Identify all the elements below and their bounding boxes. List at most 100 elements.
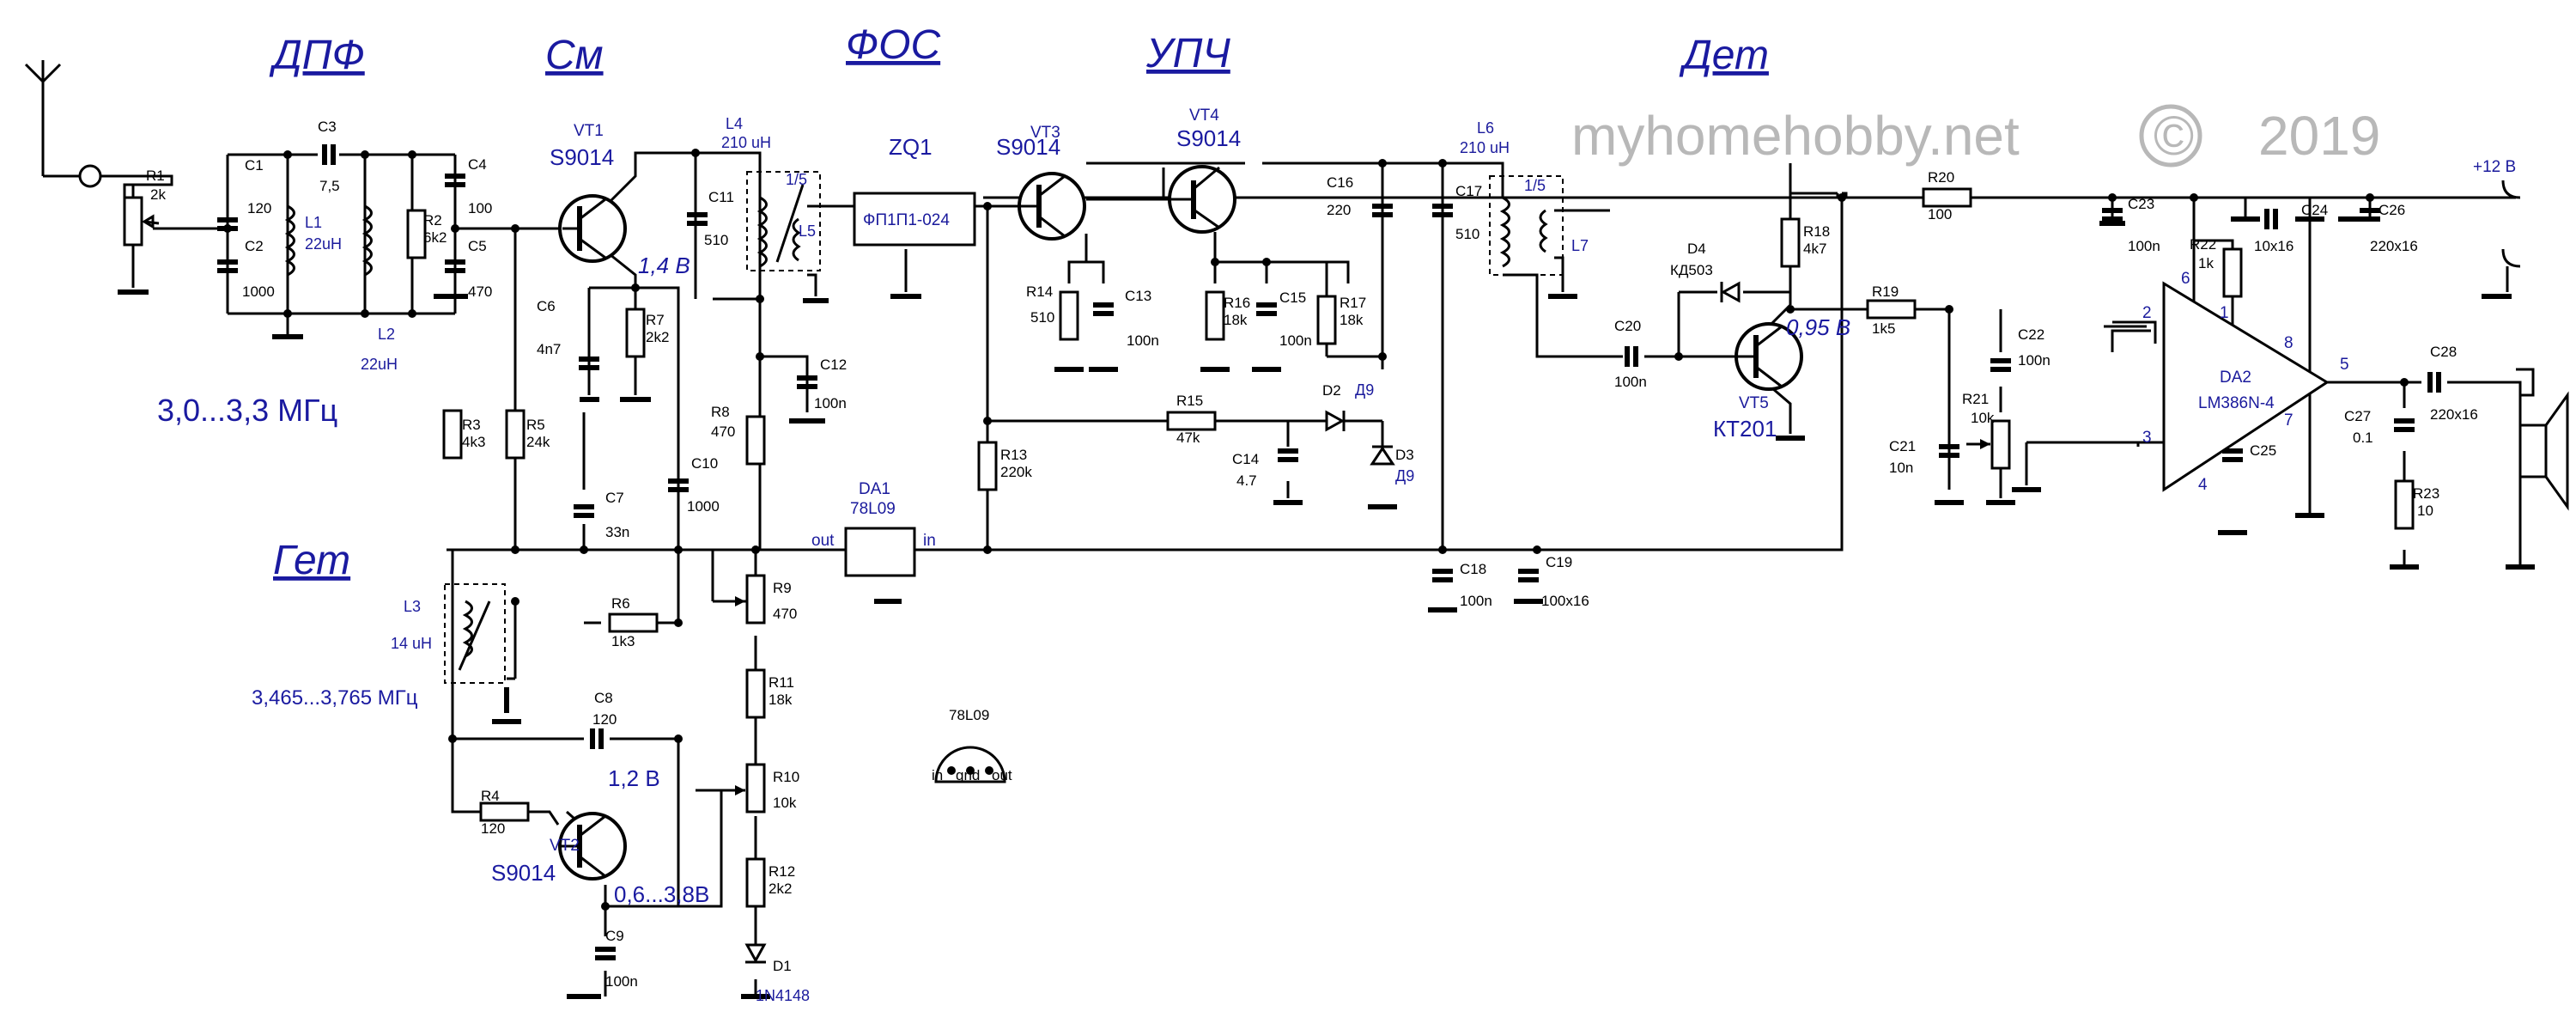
ics-da1-type-label: 78L09 xyxy=(850,500,896,518)
capacitors-c15-1-label: 100n xyxy=(1279,332,1312,349)
resistor-r14 xyxy=(1059,290,1079,341)
resistors-r5-1-label: 24k xyxy=(526,434,550,450)
capacitors-c24-0-label: C24 xyxy=(2301,202,2328,218)
capacitors-c11-1-label: 510 xyxy=(704,232,728,248)
transistors-vt1-type-label: S9014 xyxy=(550,144,614,170)
ics-da1-pin_out-label: out xyxy=(811,532,835,550)
capacitors-c10-0-label: C10 xyxy=(691,455,718,472)
capacitors-c17-1-label: 510 xyxy=(1455,226,1479,242)
resistors-r7-1-label: 2k2 xyxy=(646,329,669,345)
resistors-r11-1-label: 18k xyxy=(769,692,793,708)
transistors-vt1-ref-label: VT1 xyxy=(574,122,604,140)
capacitors-c20-0-label: C20 xyxy=(1614,318,1641,334)
resistor-r4 xyxy=(479,801,530,822)
inductors-l1-0-label: L1 xyxy=(305,214,322,231)
inductors-l6-0-label: L6 xyxy=(1477,119,1494,137)
resistors-r23-0-label: R23 xyxy=(2413,485,2439,502)
resistors-r18-1-label: 4k7 xyxy=(1803,241,1826,257)
junctions xyxy=(223,149,2409,911)
ics-da2-pins-1-label: 3 xyxy=(2142,429,2152,447)
inductors-l2-1-label: 22uH xyxy=(361,356,398,373)
capacitors-c17-0-label: C17 xyxy=(1455,183,1482,199)
capacitors-c7-0-label: C7 xyxy=(605,490,624,506)
resistor-r16 xyxy=(1205,290,1225,341)
resistors-r2-1-label: 6k2 xyxy=(423,229,447,246)
capacitors-c10-1-label: 1000 xyxy=(687,498,720,515)
capacitors-c12-1-label: 100n xyxy=(814,395,847,411)
resistor-r9 xyxy=(745,574,766,625)
resistors-r16-1-label: 18k xyxy=(1224,312,1248,328)
resistors-r2-0-label: R2 xyxy=(423,212,442,229)
resistors-r3-1-label: 4k3 xyxy=(462,434,485,450)
transistors xyxy=(558,165,1803,881)
capacitors-c15-0-label: C15 xyxy=(1279,289,1306,306)
resistors xyxy=(123,187,2415,908)
capacitors-c9-0-label: C9 xyxy=(605,928,624,944)
capacitors-c12-0-label: C12 xyxy=(820,357,847,373)
resistor-r3 xyxy=(442,409,463,460)
pinout-pins-2-label: out xyxy=(992,767,1012,783)
resistors-r1-1-label: 2k xyxy=(150,186,166,203)
inductors-l2-0-label: L2 xyxy=(378,326,395,343)
resistors-r6-0-label: R6 xyxy=(611,595,630,612)
inductors-l5-1-label: 1/5 xyxy=(786,171,807,188)
lo-band-label: 3,465...3,765 МГц xyxy=(252,686,418,710)
inductors-l7-1-label: 1/5 xyxy=(1524,177,1546,194)
resistors-r21-1-label: 10k xyxy=(1971,410,1995,426)
capacitors-c24-1-label: 10x16 xyxy=(2254,238,2293,254)
stage-title-ifa: УПЧ xyxy=(1145,31,1230,76)
diodes-d4-1-label: КД503 xyxy=(1670,262,1713,278)
resistors-r16-0-label: R16 xyxy=(1224,295,1250,311)
resistors-r10-1-label: 10k xyxy=(773,795,797,811)
resistors-r12-1-label: 2k2 xyxy=(769,881,792,897)
capacitors-c3-1-label: 7,5 xyxy=(319,178,340,194)
inductors-l5-0-label: L5 xyxy=(799,222,816,240)
capacitors-c18-0-label: C18 xyxy=(1460,561,1486,577)
diodes xyxy=(744,281,1741,964)
resistors-r22-0-label: R22 xyxy=(2190,236,2216,253)
ics-da2-pins-3-label: 5 xyxy=(2340,356,2349,374)
inductors-l1-1-label: 22uH xyxy=(305,235,342,253)
resistor-r19 xyxy=(1866,299,1917,320)
resistor-r11 xyxy=(745,668,766,719)
diodes-d3-1-label: Д9 xyxy=(1395,467,1414,484)
ics-da1-ref-label: DA1 xyxy=(859,480,890,498)
resistors-r22-1-label: 1k xyxy=(2198,255,2214,271)
capacitors-c28-1-label: 220x16 xyxy=(2430,406,2478,423)
ics-da1-pin_in-label: in xyxy=(923,532,936,550)
stage-title-lo: Гет xyxy=(273,538,350,583)
resistors-r1-0-label: R1 xyxy=(146,168,165,184)
watermark-site: myhomehobby.net xyxy=(1571,105,2020,167)
resistor-r13 xyxy=(977,441,998,491)
amplifier-da2 xyxy=(2162,281,2330,492)
capacitors-c8-0-label: C8 xyxy=(594,690,613,706)
capacitors-c19-0-label: C19 xyxy=(1546,554,1572,570)
resistors-r17-1-label: 18k xyxy=(1340,312,1364,328)
capacitors-c2-0-label: C2 xyxy=(245,238,264,254)
resistors-r11-0-label: R11 xyxy=(769,674,794,691)
ics xyxy=(844,180,2569,783)
capacitors-c8-1-label: 120 xyxy=(592,711,617,728)
resistors-r10-0-label: R10 xyxy=(773,769,799,785)
resistor-r7 xyxy=(625,308,646,358)
resistor-r6 xyxy=(608,612,659,633)
copyright-icon xyxy=(2139,104,2202,168)
resistors-r15-1-label: 47k xyxy=(1176,430,1200,446)
ics-da2-pins-4-label: 6 xyxy=(2181,270,2190,288)
inductors-l3-1-label: 14 uH xyxy=(391,635,432,652)
resistors-r13-1-label: 220k xyxy=(1000,464,1032,480)
capacitors-c26-0-label: C26 xyxy=(2379,202,2405,218)
capacitors-c5-0-label: C5 xyxy=(468,238,487,254)
stage-title-mixer: См xyxy=(545,33,604,78)
resistors-r20-0-label: R20 xyxy=(1928,169,1954,186)
ics-zq1-type-label: ФП1П1-024 xyxy=(863,211,950,229)
diodes-d4-0-label: D4 xyxy=(1687,241,1706,257)
capacitors-c25-0-label: C25 xyxy=(2250,442,2276,459)
ics-da2-type-label: LM386N-4 xyxy=(2198,394,2275,412)
resistors-r21-0-label: R21 xyxy=(1962,391,1989,407)
inductors xyxy=(284,171,1564,684)
diodes-d3-0-label: D3 xyxy=(1395,447,1414,463)
capacitors-c27-1-label: 0.1 xyxy=(2353,430,2373,446)
resistors-r12-0-label: R12 xyxy=(769,863,795,880)
resistor-r17 xyxy=(1316,295,1337,345)
